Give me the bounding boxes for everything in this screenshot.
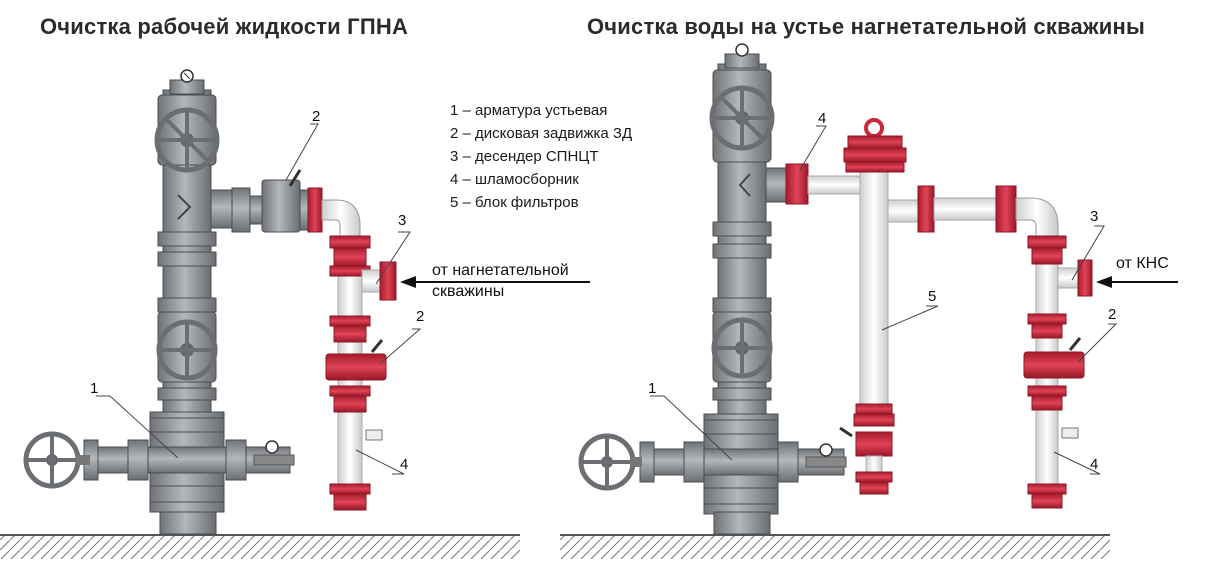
flow-label-left-line2: скважины: [432, 283, 505, 300]
sludge-catcher-right: [1031, 493, 1063, 509]
gauge-icon: [265, 440, 279, 454]
valve-handwheel-icon: [709, 85, 775, 151]
right-diagram: [560, 43, 1178, 559]
flow-label-left-line1: от нагнетательной: [432, 262, 569, 279]
flow-arrow-icon: [1096, 276, 1112, 288]
callout-5-right: 5: [928, 288, 937, 305]
gauge-icon: [735, 43, 749, 57]
callout-2-right: 2: [1108, 306, 1117, 323]
valve-handwheel-icon: [711, 317, 773, 379]
legend-item-5: 5 – блок фильтров: [450, 194, 579, 211]
gauge-icon: [819, 443, 833, 457]
flow-label-left: от нагнетательной скважины: [432, 260, 569, 302]
desander-left: [333, 247, 367, 267]
left-diagram: [0, 69, 590, 559]
disc-valve-right: [1023, 351, 1085, 379]
legend-item-3: 3 – десендер СПНЦТ: [450, 148, 599, 165]
legend: 1 – арматура устьевая 2 – дисковая задви…: [450, 99, 632, 214]
flow-arrow-icon: [400, 276, 416, 288]
legend-item-2: 2 – дисковая задвижка ЗД: [450, 125, 633, 142]
callout-2-left-bottom: 2: [416, 308, 425, 325]
sludge-catcher-left: [333, 493, 367, 511]
valve-handwheel-icon: [156, 319, 218, 381]
ground-left: [0, 535, 520, 559]
diagram-title-right: Очистка воды на устье нагнетательной скв…: [587, 14, 1145, 39]
desander-right: [1031, 247, 1063, 265]
callout-1-left: 1: [90, 380, 99, 397]
callout-2-left-top: 2: [312, 108, 321, 125]
flow-label-right: от КНС: [1116, 255, 1169, 272]
callout-3-left: 3: [398, 212, 407, 229]
disc-valve-left: [325, 353, 387, 381]
callout-4-left: 4: [400, 456, 409, 473]
callout-4-right-top: 4: [818, 110, 827, 127]
legend-item-1: 1 – арматура устьевая: [450, 102, 608, 119]
legend-item-4: 4 – шламосборник: [450, 171, 579, 188]
callout-3-right: 3: [1090, 208, 1099, 225]
callout-1-right: 1: [648, 380, 657, 397]
callout-4-right-bottom: 4: [1090, 456, 1099, 473]
ground-right: [560, 535, 1110, 559]
filter-block-right: [859, 159, 889, 411]
valve-handwheel-icon: [154, 107, 220, 173]
diagram-title-left: Очистка рабочей жидкости ГПНА: [40, 14, 409, 39]
